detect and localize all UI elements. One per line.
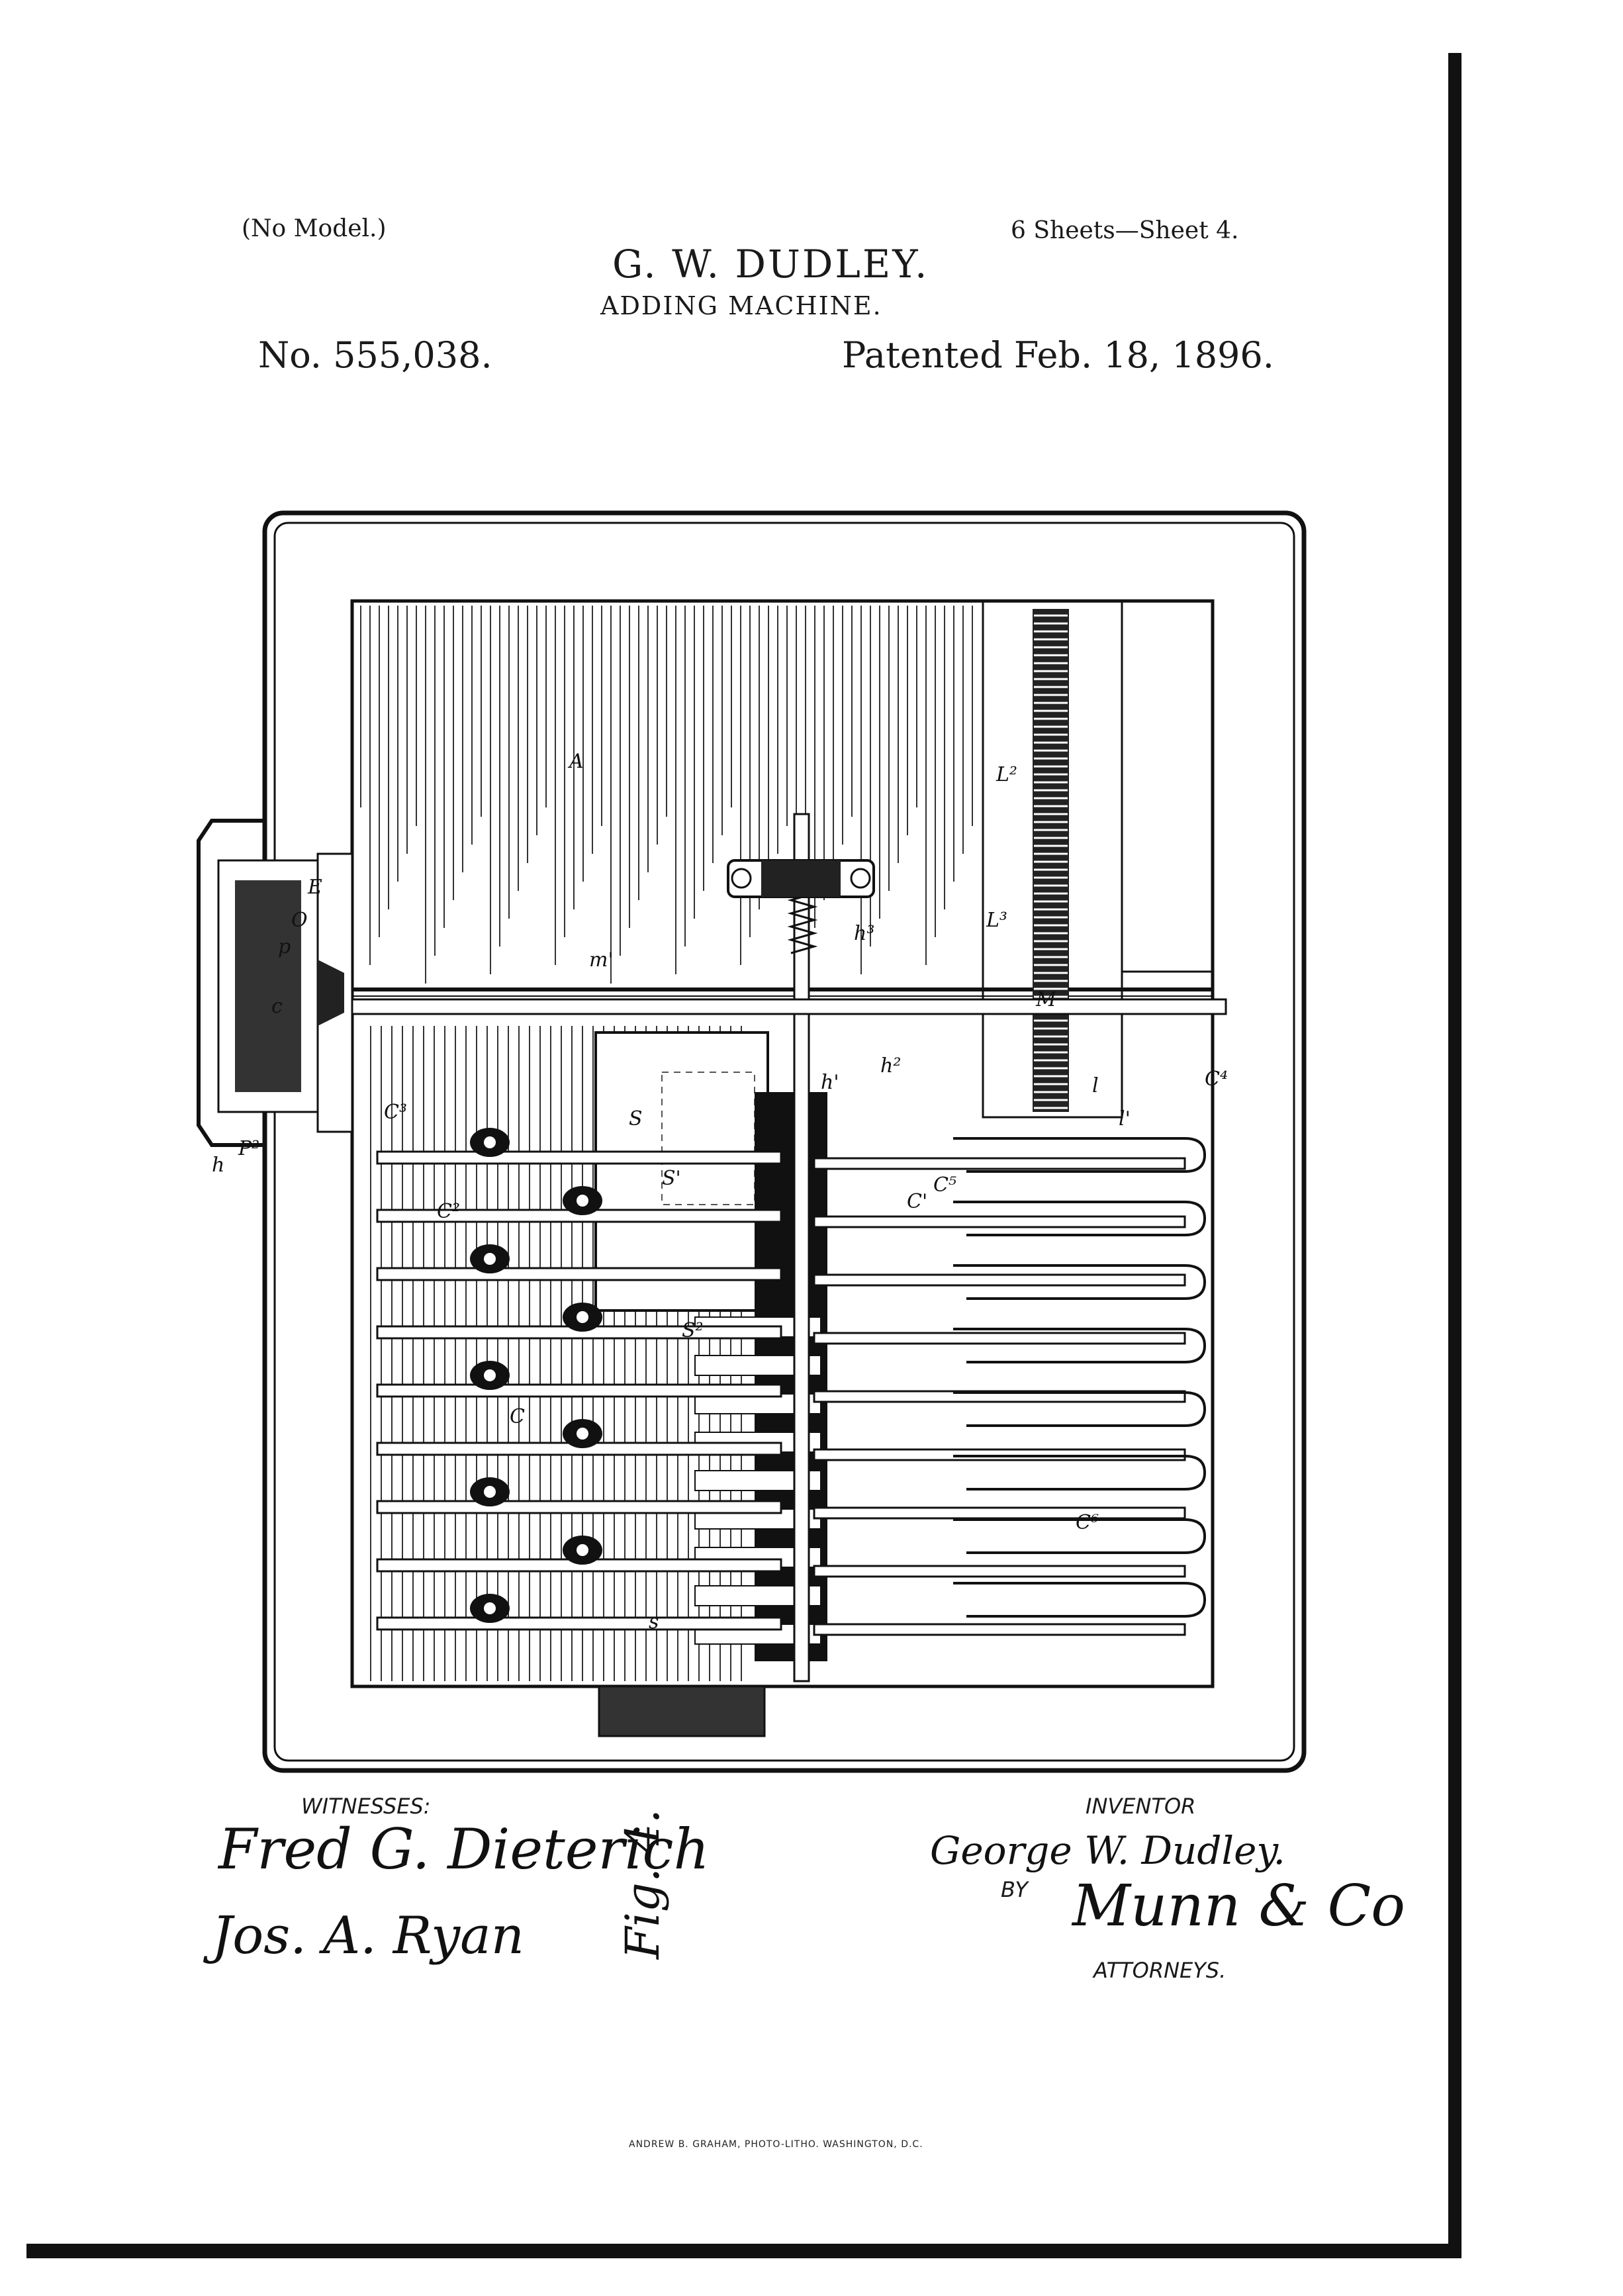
no-model-note: (No Model.) — [242, 215, 387, 242]
invention-title: ADDING MACHINE. — [600, 291, 882, 320]
part-label: C² — [437, 1200, 460, 1223]
scan-border-right — [1448, 53, 1461, 2257]
part-label: P² — [238, 1137, 259, 1160]
part-label: h² — [880, 1054, 901, 1078]
outer-frame-inner — [273, 522, 1295, 1762]
part-label: h' — [821, 1071, 839, 1094]
spring-loops — [953, 1137, 1207, 1618]
part-label: L² — [996, 763, 1017, 786]
levers — [376, 1128, 1186, 1636]
slide-block — [594, 813, 875, 1682]
part-label: l' — [1119, 1107, 1131, 1130]
part-label: S' — [662, 1167, 681, 1190]
figure-label: Fig. 4. — [616, 1808, 670, 1959]
part-label: O — [291, 909, 308, 932]
witness-2-signature: Jos. A. Ryan — [212, 1906, 524, 1966]
part-label: m' — [589, 948, 614, 972]
part-label: h — [212, 1154, 224, 1177]
part-label: E — [307, 876, 322, 899]
patent-date: Patented Feb. 18, 1896. — [842, 334, 1274, 376]
outer-frame — [262, 510, 1307, 1773]
sheet-count: 6 Sheets—Sheet 4. — [1011, 217, 1239, 244]
inventor-signature: George W. Dudley. — [930, 1828, 1285, 1873]
part-label: L³ — [986, 909, 1007, 932]
part-label: p — [278, 935, 291, 958]
attorney-signature: Munn & Co — [1072, 1873, 1406, 1939]
part-label: C⁶ — [1076, 1511, 1099, 1534]
part-label: c — [271, 995, 283, 1018]
shaft — [351, 998, 1227, 1015]
part-label: C⁴ — [1205, 1068, 1228, 1091]
part-label: S² — [682, 1319, 704, 1342]
part-label: S — [629, 1107, 643, 1130]
printer-imprint: ANDREW B. GRAHAM, PHOTO-LITHO. WASHINGTO… — [629, 2139, 923, 2150]
by-label: BY — [1001, 1877, 1028, 1902]
scan-border-bottom — [26, 2244, 1461, 2258]
part-label: s — [649, 1610, 659, 1633]
bottom-tab — [598, 1685, 766, 1737]
side-mechanism — [197, 819, 353, 1147]
part-label: h³ — [854, 922, 874, 945]
part-label: C⁵ — [933, 1173, 956, 1197]
attorneys-label: ATTORNEYS. — [1093, 1958, 1227, 1983]
part-label: C' — [907, 1190, 927, 1213]
part-label: M — [1035, 988, 1057, 1011]
patent-number: No. 555,038. — [258, 334, 492, 376]
witnesses-label: WITNESSES: — [301, 1794, 431, 1819]
inventor-name: G. W. DUDLEY. — [612, 242, 929, 287]
part-label: C³ — [384, 1101, 407, 1124]
inventor-label: INVENTOR — [1086, 1794, 1196, 1819]
part-label: C — [510, 1405, 525, 1428]
part-label: A — [567, 750, 584, 773]
part-label: l — [1092, 1074, 1099, 1097]
witness-1-signature: Fred G. Dieterich — [218, 1817, 710, 1882]
